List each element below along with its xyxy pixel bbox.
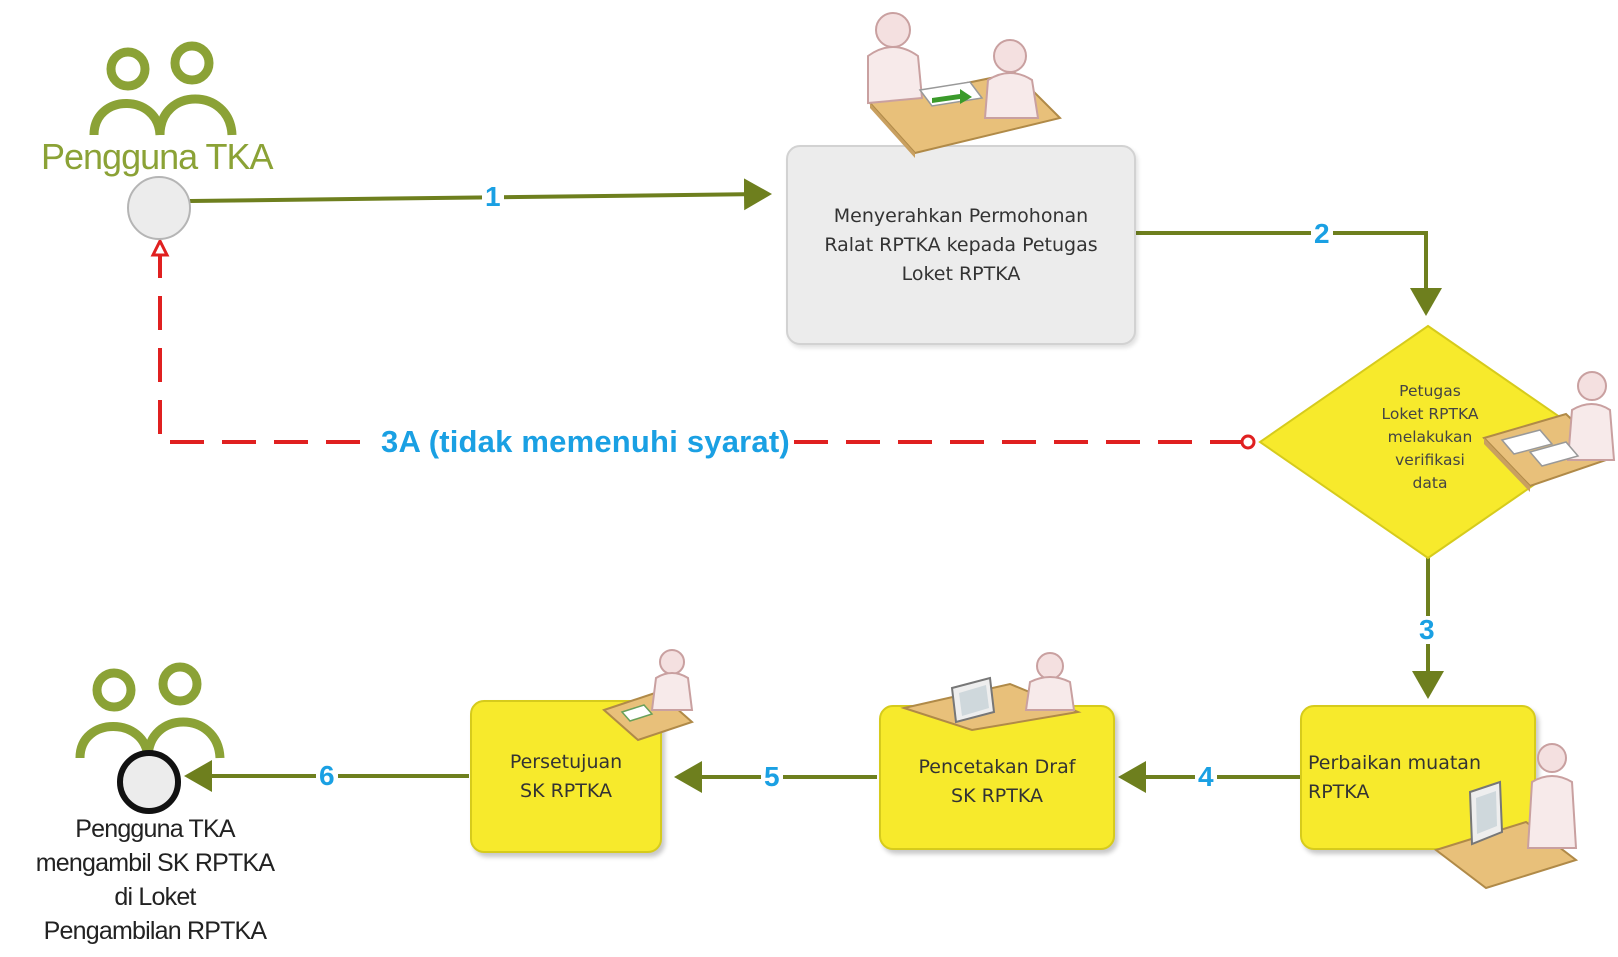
start-actor-label: Pengguna TKA xyxy=(41,136,274,177)
end-actor-label: Pengguna TKA mengambil SK RPTKA di Loket… xyxy=(35,815,275,945)
connector-1 xyxy=(189,178,772,211)
end-node[interactable] xyxy=(117,750,181,814)
start-users-icon xyxy=(89,41,237,136)
revise-workstation-illustration xyxy=(1433,743,1579,890)
approval-desk-illustration xyxy=(602,649,694,742)
verify-decision-diamond[interactable] xyxy=(1258,322,1603,562)
officer-desk-illustration xyxy=(1482,371,1616,492)
connector-3a xyxy=(158,255,1244,444)
service-counter-illustration xyxy=(867,12,1062,158)
step-label-3a: 3A (tidak memenuhi syarat) xyxy=(378,426,793,457)
step-label-1: 1 xyxy=(482,183,504,211)
step-label-6: 6 xyxy=(316,762,338,790)
step-label-2: 2 xyxy=(1311,220,1333,248)
print-workstation-illustration xyxy=(900,652,1082,732)
step-label-4: 4 xyxy=(1195,763,1217,791)
approval-box[interactable]: Persetujuan SK RPTKA xyxy=(470,700,662,853)
verify-decision-label: Petugas Loket RPTKA melakukan verifikasi… xyxy=(1381,382,1479,492)
print-draft-box[interactable]: Pencetakan Draf SK RPTKA xyxy=(879,705,1115,850)
connector-3a-origin-dot xyxy=(1240,434,1256,450)
submit-request-box[interactable]: Menyerahkan Permohonan Ralat RPTKA kepad… xyxy=(786,145,1136,345)
step-label-5: 5 xyxy=(761,763,783,791)
connector-2 xyxy=(1130,231,1442,316)
start-node[interactable] xyxy=(127,176,191,240)
connector-3a-arrowhead xyxy=(150,237,170,257)
end-users-icon xyxy=(75,662,225,759)
step-label-3: 3 xyxy=(1416,616,1438,644)
